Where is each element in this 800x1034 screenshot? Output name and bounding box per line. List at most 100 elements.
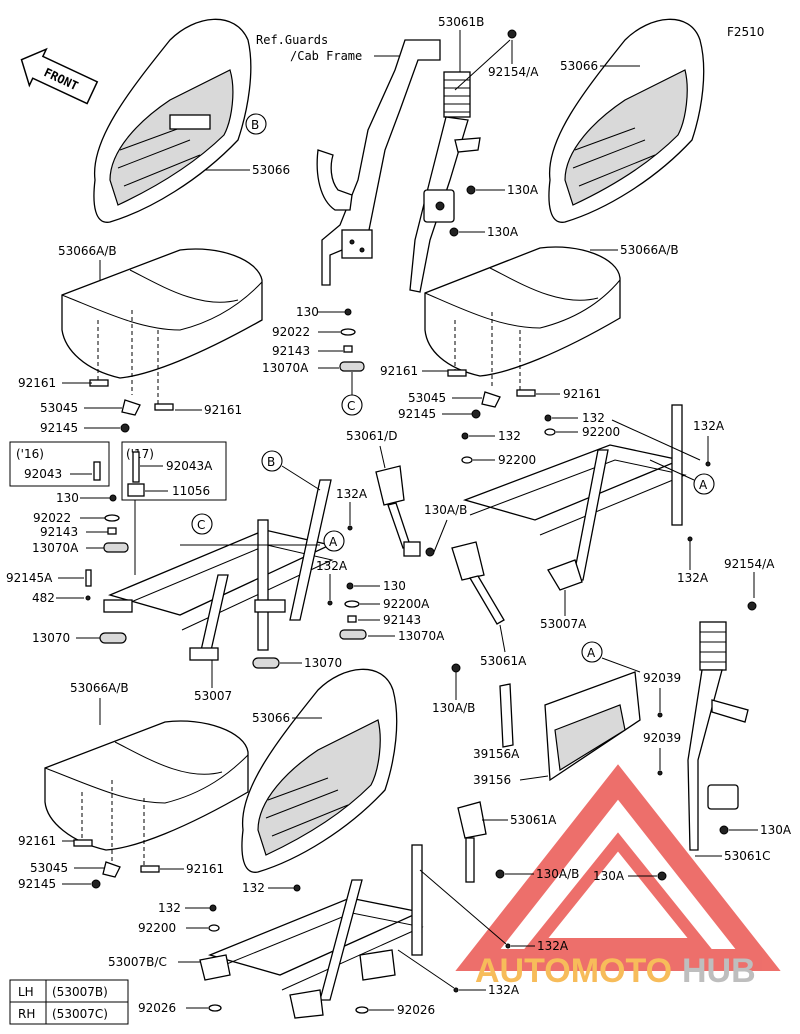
label-53007bc: 53007B/C	[108, 955, 167, 969]
label-92145-l: 92145	[40, 421, 78, 435]
ref-note-line1: Ref.Guards	[256, 33, 328, 47]
label-132a-m: 132A	[677, 571, 709, 585]
watermark-text-automoto: AUTOMOTO	[475, 952, 672, 990]
label-92143-l: 92143	[40, 525, 78, 539]
seat-cushion-bottom-left	[44, 720, 249, 851]
seat-cushion-top-left	[61, 248, 263, 379]
callout-b-mid: B	[267, 455, 275, 469]
label-53061a-mid: 53061A	[480, 654, 527, 668]
label-92161-l2: 92161	[204, 403, 242, 417]
box16-part: 92043	[24, 467, 62, 481]
callout-circle-c2	[191, 513, 213, 535]
buckle-53061a-bottom	[457, 801, 505, 883]
label-132a-mid: 132A	[336, 487, 368, 501]
box17-title: ('17)	[126, 447, 154, 461]
label-53066-tl: 53066	[252, 163, 290, 177]
label-92026-l: 92026	[138, 1001, 176, 1015]
label-13070a: 13070A	[262, 361, 309, 375]
label-92161-r2: 92161	[563, 387, 601, 401]
label-39156: 39156	[473, 773, 511, 787]
label-53066-tr: 53066	[560, 59, 598, 73]
figure-code: F2510	[727, 25, 764, 39]
label-53061c: 53061C	[724, 849, 771, 863]
callout-c-1: C	[347, 399, 355, 413]
legend-side-rh: RH	[18, 1007, 35, 1021]
label-92022-l: 92022	[33, 511, 71, 525]
guard-bracket	[316, 39, 441, 286]
box17-part2: 11056	[172, 484, 210, 498]
label-39156a: 39156A	[473, 747, 520, 761]
label-53066ab-tl: 53066A/B	[58, 244, 117, 258]
label-53066ab-bl: 53066A/B	[70, 681, 129, 695]
label-92143: 92143	[272, 344, 310, 358]
label-92200-m: 92200	[498, 453, 536, 467]
label-53066ab-tr: 53066A/B	[620, 243, 679, 257]
label-92145a: 92145A	[6, 571, 53, 585]
label-130a-r: 130A	[760, 823, 792, 837]
callout-a-bot: A	[587, 646, 596, 660]
label-13070a-l: 13070A	[32, 541, 79, 555]
seat-belt-53061b	[409, 71, 481, 293]
seat-frame-53007a	[462, 404, 701, 591]
seat-cushion-top-right	[424, 246, 621, 377]
label-92145-r: 92145	[398, 407, 436, 421]
legend-side-lh: LH	[18, 985, 34, 999]
label-53007: 53007	[194, 689, 232, 703]
label-130a-2: 130A	[487, 225, 519, 239]
label-92154a-r: 92154/A	[724, 557, 775, 571]
watermark-text-hub: HUB	[682, 952, 756, 990]
label-13070: 13070	[32, 631, 70, 645]
box17-part1: 92043A	[166, 459, 213, 473]
label-53061a-b: 53061A	[510, 813, 557, 827]
seat-belt-53061c	[687, 621, 749, 851]
year-box-17: ('17) 92043A 11056	[121, 441, 227, 501]
callout-circle-b	[245, 113, 267, 135]
label-132-m: 132	[498, 429, 521, 443]
callout-a-mid: A	[329, 535, 338, 549]
label-132-r: 132	[582, 411, 605, 425]
panel-39156	[499, 671, 641, 782]
label-53045-l: 53045	[40, 401, 78, 415]
callout-c-2: C	[197, 518, 205, 532]
label-92022: 92022	[272, 325, 310, 339]
label-132a-m2: 132A	[316, 559, 348, 573]
buckle-53061d	[375, 465, 421, 557]
legend-part-rh: (53007C)	[52, 1007, 108, 1021]
label-13070-m: 13070	[304, 656, 342, 670]
label-132-b2: 132	[158, 901, 181, 915]
label-92161-l1: 92161	[18, 376, 56, 390]
buckle-53061a-mid	[451, 541, 505, 625]
callout-circle-a-bot	[581, 641, 603, 663]
watermark-logo: AUTOMOTO HUB	[455, 764, 781, 990]
seat-frame-53007bc	[199, 844, 424, 1019]
seatback-bottom	[241, 668, 398, 873]
callout-b-top: B	[251, 118, 259, 132]
label-92039-2: 92039	[643, 731, 681, 745]
label-130-m: 130	[383, 579, 406, 593]
callout-circle-a-mid	[323, 530, 345, 552]
label-92154a-top: 92154/A	[488, 65, 539, 79]
lh-rh-legend: LH (53007B) RH (53007C)	[9, 979, 129, 1025]
label-130a-r2: 130A	[593, 869, 625, 883]
label-92145-b: 92145	[18, 877, 56, 891]
callout-circle-b-mid	[261, 450, 283, 472]
label-482: 482	[32, 591, 55, 605]
label-13070a-m: 13070A	[398, 629, 445, 643]
label-53045-r: 53045	[408, 391, 446, 405]
label-130ab-1: 130A/B	[424, 503, 467, 517]
label-130-l: 130	[56, 491, 79, 505]
box16-title: ('16)	[16, 447, 44, 461]
label-132a-b1: 132A	[537, 939, 569, 953]
front-arrow: FRONT	[20, 47, 99, 105]
label-92143-m: 92143	[383, 613, 421, 627]
seat-frame-53007	[103, 479, 334, 661]
label-92161-b1: 92161	[18, 834, 56, 848]
label-92161-r1: 92161	[380, 364, 418, 378]
callout-circle-c1	[341, 394, 363, 416]
ref-note-line2: /Cab Frame	[290, 49, 362, 63]
label-130ab-2: 130A/B	[432, 701, 475, 715]
label-53061d: 53061/D	[346, 429, 397, 443]
seatback-top-left	[93, 18, 252, 223]
label-132a-r: 132A	[693, 419, 725, 433]
label-92200-b: 92200	[138, 921, 176, 935]
